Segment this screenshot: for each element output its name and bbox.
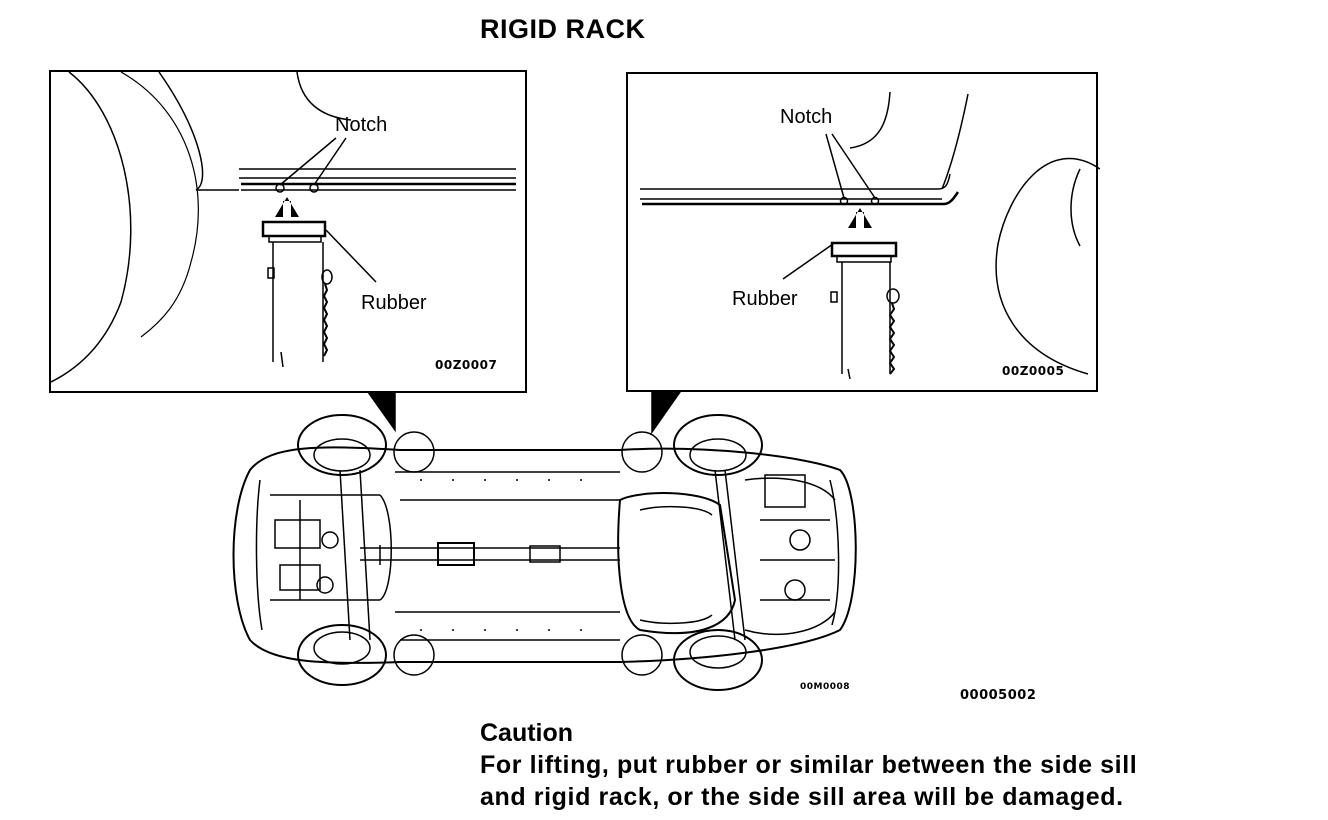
left-detail-drawing [51, 72, 516, 383]
car-figure-code: 00005002 [960, 688, 1037, 703]
right-figure-code: 00Z0005 [1002, 364, 1065, 378]
left-notch-label: Notch [335, 114, 388, 136]
right-detail-drawing [640, 91, 1100, 380]
right-detail-panel: Notch Rubber 00Z0005 [626, 72, 1100, 392]
right-rubber-label: Rubber [732, 288, 798, 310]
caution-line-2: and rigid rack, or the side sill area wi… [480, 783, 1124, 811]
right-notch-label: Notch [780, 106, 833, 128]
page-title: RIGID RACK [480, 14, 646, 44]
left-figure-code: 00Z0007 [435, 358, 498, 372]
caution-heading: Caution [480, 719, 574, 747]
caution-block: Caution For lifting, put rubber or simil… [480, 717, 1137, 813]
left-detail-panel: Notch Rubber 00Z0007 [49, 70, 527, 393]
car-small-figure-code: 00M0008 [800, 682, 851, 692]
caution-line-1: For lifting, put rubber or similar betwe… [480, 751, 1138, 779]
left-callout-pointer [366, 391, 396, 433]
left-rubber-label: Rubber [361, 292, 427, 314]
right-callout-pointer [651, 391, 682, 435]
